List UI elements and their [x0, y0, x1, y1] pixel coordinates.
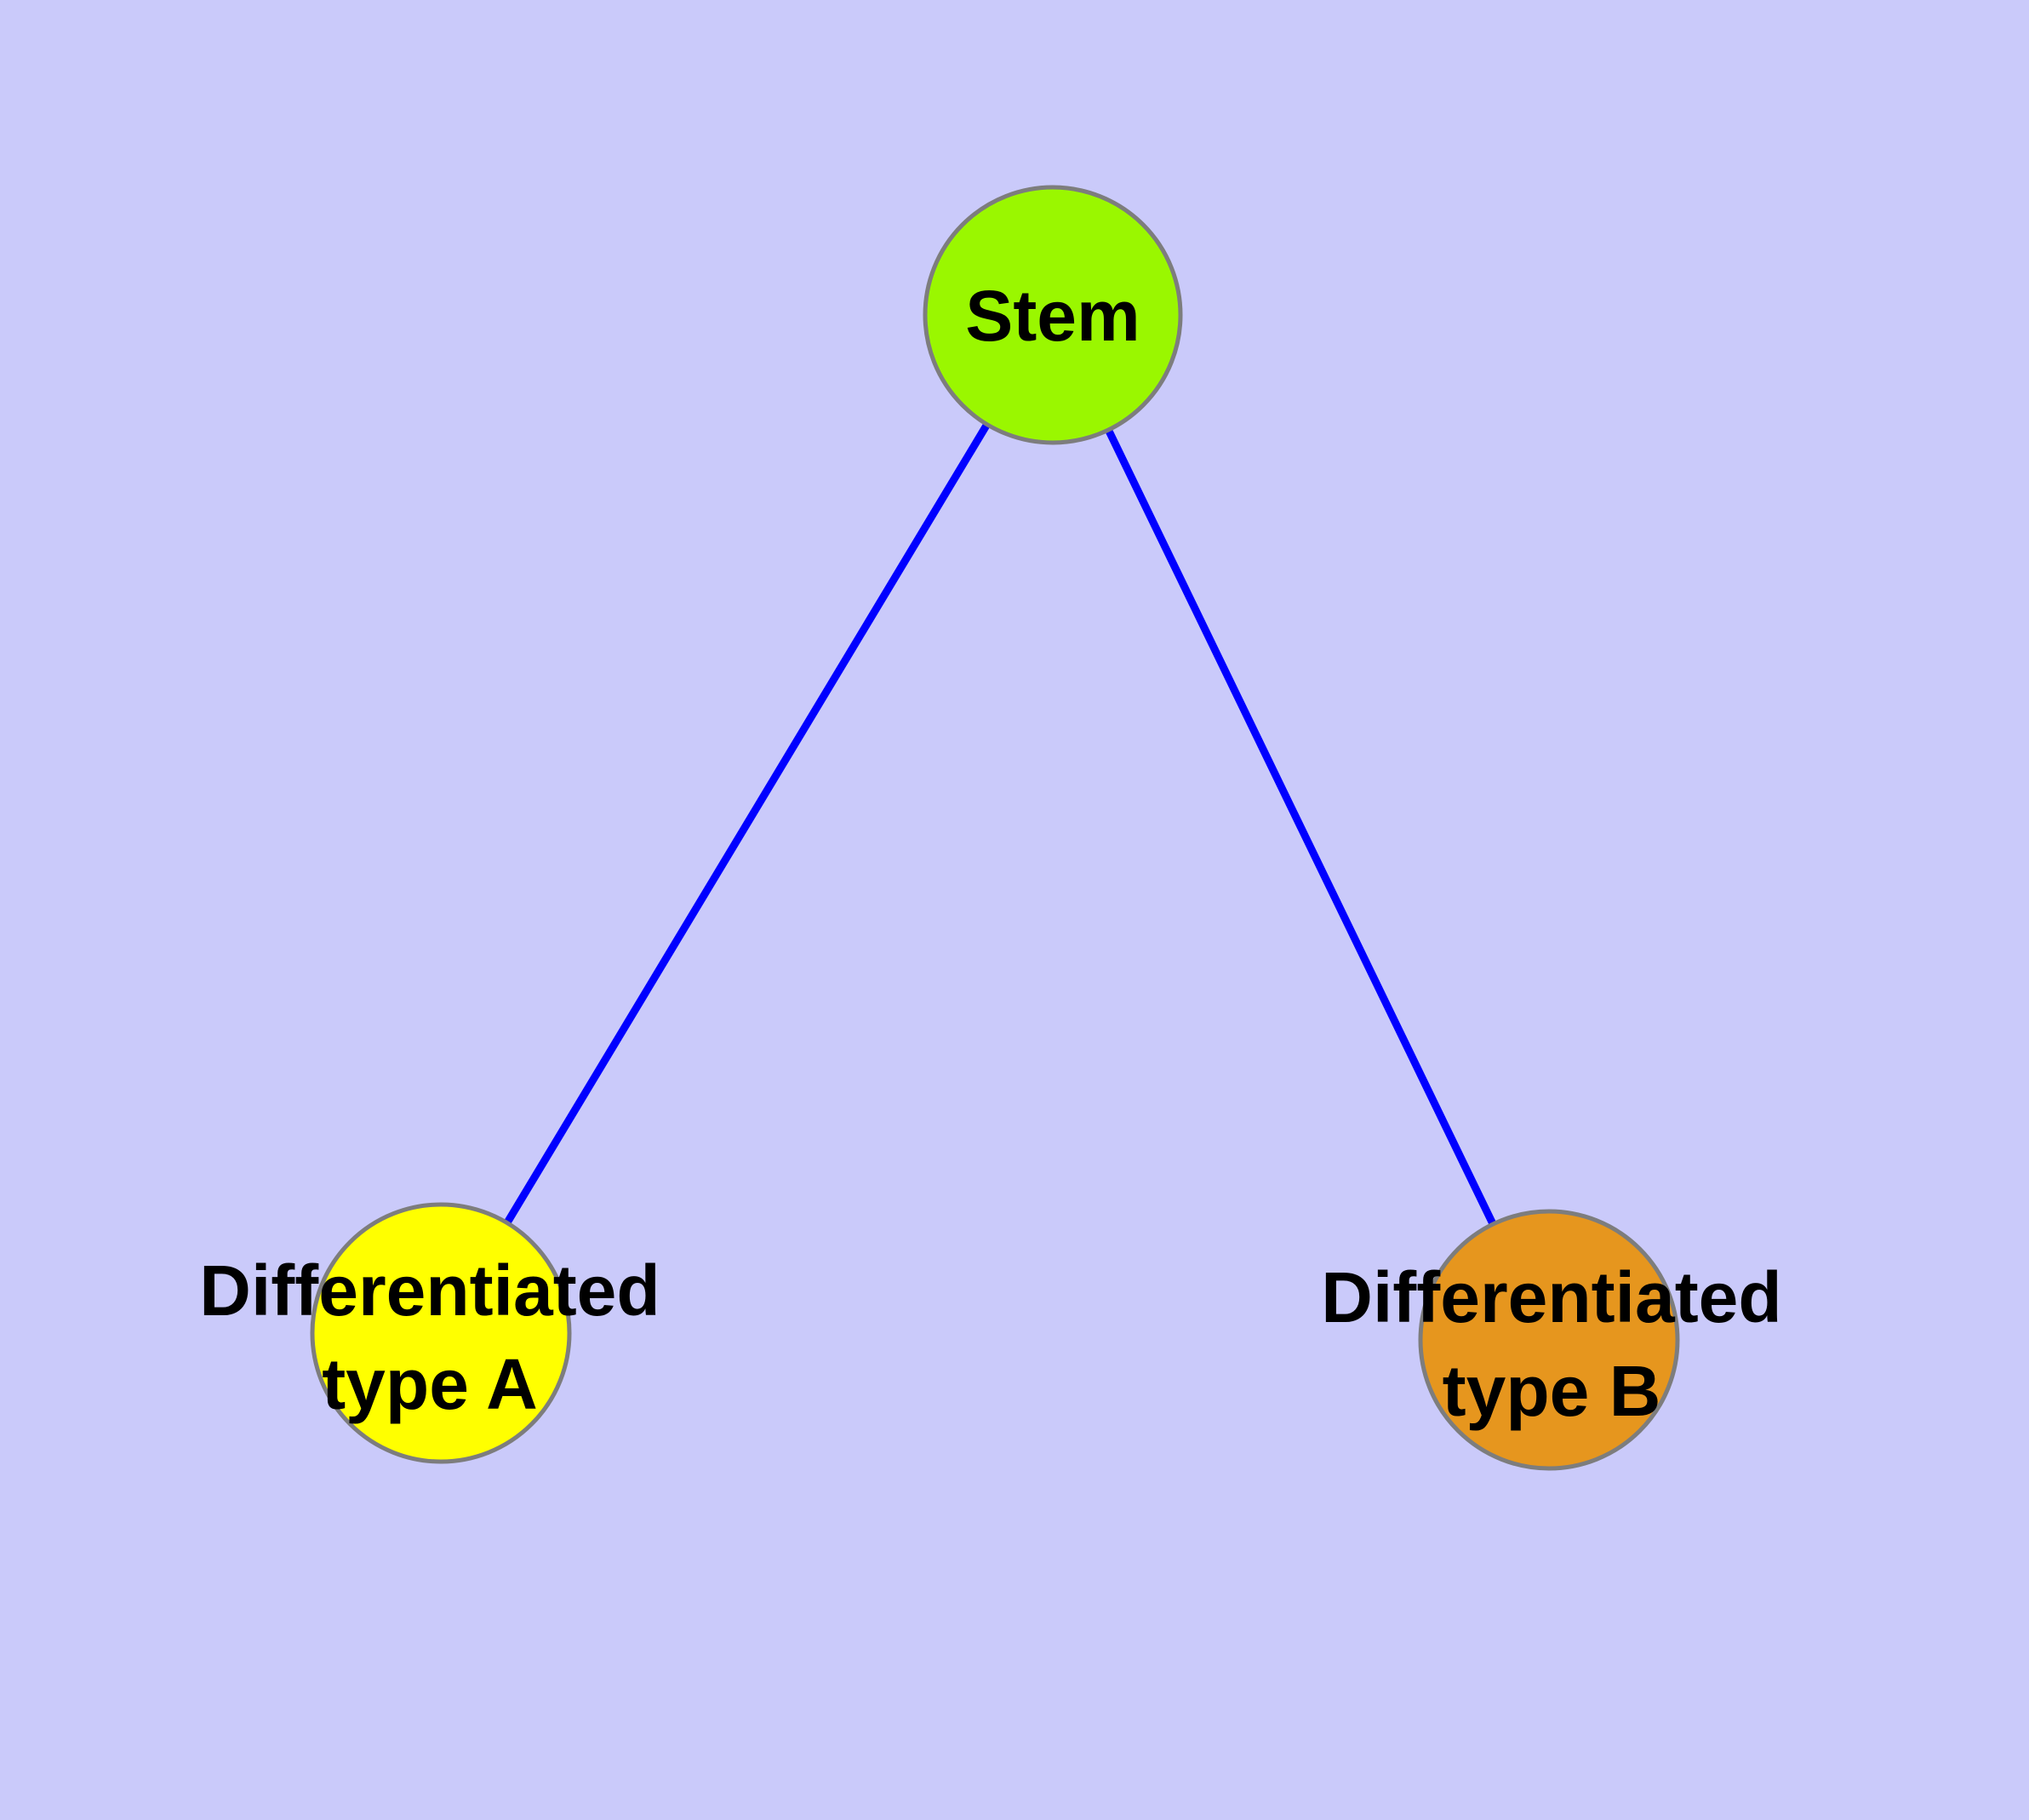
node-type-a-label-line2: type A: [322, 1344, 538, 1424]
edge-stem-to-type-b: [1049, 313, 1553, 1342]
node-type-a-label-line1: Differentiated: [199, 1251, 660, 1331]
node-stem: [923, 185, 1183, 445]
node-type-b-label-line1: Differentiated: [1321, 1257, 1781, 1337]
edge-stem-to-type-a: [437, 312, 1056, 1336]
node-differentiated-type-a: [310, 1202, 572, 1464]
node-differentiated-type-b: [1418, 1209, 1680, 1471]
node-type-b-label-line2: type B: [1443, 1351, 1661, 1431]
node-stem-label: Stem: [965, 276, 1140, 356]
